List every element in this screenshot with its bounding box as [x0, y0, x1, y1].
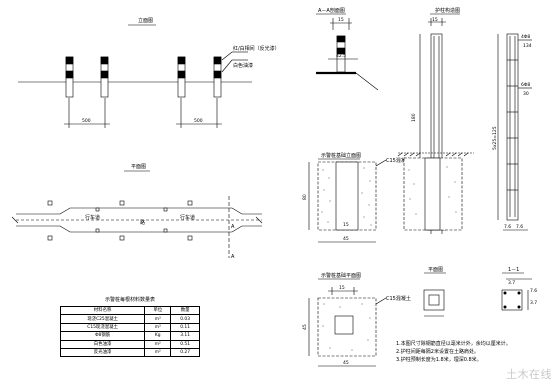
c15-label-2: C15混凝土 — [386, 295, 411, 302]
spacing-right: 500 — [194, 118, 203, 124]
fe-inner-dim: 15 — [343, 222, 349, 228]
cell-unit: m³ — [144, 322, 172, 333]
section-mark-a-bottom: A — [231, 254, 235, 260]
table-row: 反光油漆 m² 0.27 — [59, 347, 200, 358]
table-row: Φ8钢筋 Kg 3.11 — [59, 331, 200, 341]
rebar-top-label: 4Φ8 — [521, 34, 530, 40]
cell-quantity: 0.03 — [170, 314, 200, 324]
note-3: 3.护柱预制长度为1.8米，埋深0.8米。 — [396, 356, 482, 363]
elevation-post-3 — [177, 56, 186, 98]
spacing-left: 500 — [82, 118, 91, 124]
foundation-plan-post — [334, 315, 354, 335]
plan-post — [47, 235, 53, 241]
fe-width-dim: 45 — [343, 236, 349, 242]
plan-post — [119, 200, 125, 206]
elevation-post-4 — [213, 56, 222, 98]
post-structure-title: 护柱构造图 — [435, 7, 460, 14]
foundation-plan-title: 示警桩基础平面图 — [321, 272, 361, 279]
section-11-title: 1－1 — [508, 267, 519, 273]
table-row: 白色油漆 m² 0.51 — [59, 339, 200, 349]
note-1: 1.本图尺寸除钢筋直径以毫米计外，余均以厘米计。 — [396, 340, 511, 347]
rebar-bottom-1: 7.6 — [504, 224, 511, 230]
fp-bottom-dim: 45 — [343, 360, 349, 366]
fp-side-dim: 45 — [302, 324, 308, 330]
cell-material: 反光油漆 — [59, 347, 146, 358]
table-header-row: 材料名称 单位 数量 — [59, 305, 200, 316]
header-material: 材料名称 — [59, 305, 146, 316]
foundation-elevation-title: 示警桩基础立面图 — [321, 152, 361, 159]
road-edge-top — [16, 207, 262, 215]
foundation-elevation-post — [335, 161, 359, 231]
road-label: 路 — [140, 219, 145, 226]
plan-post — [187, 235, 193, 241]
rebar-top-len: 134 — [523, 43, 532, 49]
c15-label-1: C15混凝土 — [386, 157, 411, 164]
table-row: C15现浇混凝土 m³ 0.11 — [59, 322, 200, 333]
cell-quantity: 0.11 — [170, 322, 200, 333]
plan-title: 平面图 — [131, 164, 146, 170]
header-unit: 单位 — [144, 305, 172, 316]
watermark: 土木在线 — [506, 368, 552, 381]
elevation-post-1 — [65, 56, 74, 98]
road-edge-bottom — [16, 225, 262, 233]
cell-unit: m³ — [144, 314, 172, 324]
cell-unit: Kg — [144, 331, 172, 341]
aa-width-dim: 42.5 — [336, 53, 346, 59]
small-plan-title: 平面图 — [428, 267, 443, 273]
s11-b: 7.6 — [530, 288, 537, 294]
fe-height-dim: 80 — [302, 194, 308, 200]
reflective-label: 红/白相间（反光漆） — [233, 45, 280, 52]
driveway-left: 行车道 — [85, 214, 100, 221]
cell-unit: m² — [144, 347, 172, 358]
cell-unit: m² — [144, 339, 172, 349]
cell-material: 白色油漆 — [59, 339, 146, 349]
quantity-table: 材料名称 单位 数量 现浇C25混凝土 m³ 0.03 C15现浇混凝土 m³ … — [59, 305, 200, 358]
rebar-mid-len: 30 — [523, 91, 529, 97]
s11-c: 3.7 — [530, 300, 537, 306]
rebar-bottom-2: 7.6 — [516, 224, 523, 230]
elevation-title: 立面图 — [138, 17, 153, 24]
post-top-dim: 15 — [432, 17, 438, 23]
rebar-cage — [506, 33, 519, 221]
section-mark-a-top: A — [231, 224, 235, 230]
plan-post — [47, 200, 53, 206]
table-title: 示警桩每根材料数量表 — [104, 297, 155, 303]
driveway-right: 行车道 — [180, 214, 195, 221]
cell-material: C15现浇混凝土 — [59, 322, 146, 333]
note-2: 2.护柱间距每隔2米设置在土路肩处。 — [396, 348, 479, 355]
s11-a: 3.7 — [508, 280, 515, 286]
header-quantity: 数量 — [170, 305, 200, 316]
cell-quantity: 3.11 — [170, 331, 200, 341]
plan-post — [119, 235, 125, 241]
rebar-spacing-dim: 5x25=125 — [492, 126, 498, 150]
post-height-dim: 180 — [411, 113, 417, 122]
white-paint-label: 白色油漆 — [233, 62, 253, 69]
cell-quantity: 0.27 — [170, 347, 200, 358]
section-aa-title: A－A剖面图 — [318, 7, 345, 14]
table-row: 现浇C25混凝土 m³ 0.03 — [59, 314, 200, 324]
cell-quantity: 0.51 — [170, 339, 200, 349]
section-11-box — [501, 289, 523, 311]
plan-post — [187, 200, 193, 206]
cell-material: 现浇C25混凝土 — [59, 314, 146, 324]
rebar-mid-label: 6Φ8 — [521, 82, 530, 88]
fp-top-dim: 15 — [339, 285, 345, 291]
cell-material: Φ8钢筋 — [59, 331, 146, 341]
aa-top-dim: 15 — [338, 17, 344, 23]
elevation-post-2 — [100, 56, 109, 98]
